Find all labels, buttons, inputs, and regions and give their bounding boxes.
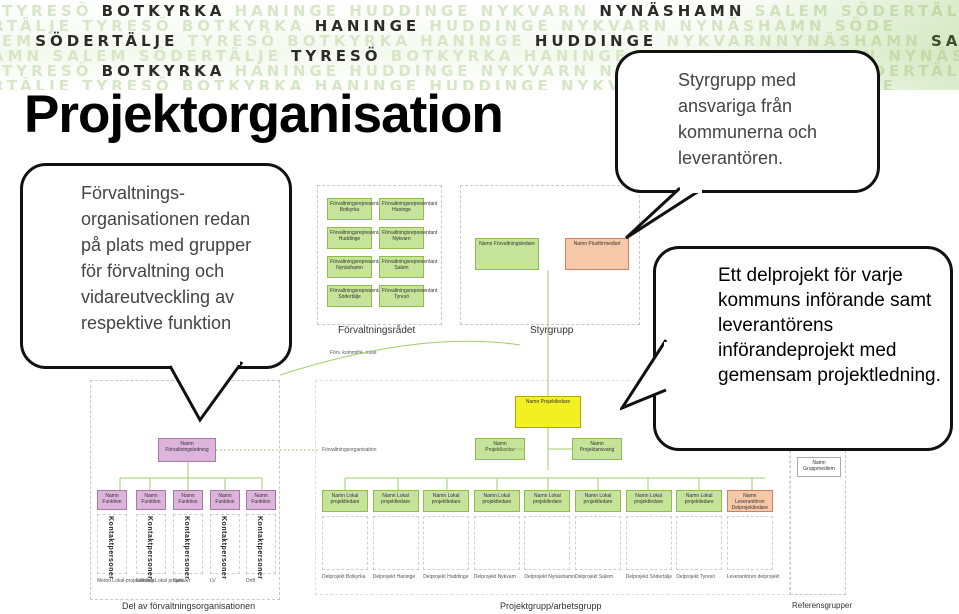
- projektgrupp-box: Namn Lokal projektledare: [372, 490, 419, 512]
- forvaltningsradet-box: Förvaltningsrepresentant Haninge: [379, 198, 437, 220]
- banner-highlight: SALEM: [931, 32, 959, 50]
- projektgrupp-box: Namn Lokal projektledare: [575, 490, 621, 512]
- forvaltningsgrupp-box: Namn Funktion: [210, 490, 240, 510]
- forvaltningsradet-box: Förvaltningsrepresentant Nynäshamn: [327, 256, 385, 278]
- kontaktpersoner-label: Kontaktpersoner: [256, 516, 263, 580]
- projektgrupp-footer: Delprojekt Salem: [575, 574, 614, 580]
- projektgrupp-box: Namn Lokal projektledare: [524, 490, 571, 512]
- banner-row: RTÄLJE TYRESÖ BOTKYRKA HANINGE HUDDINGE …: [0, 17, 898, 35]
- projektledare-box: Namn Projektledare: [515, 396, 581, 428]
- projektgrupp-column: [322, 516, 368, 570]
- callout-top-tail: [624, 186, 703, 240]
- banner-row: TYRESÖ BOTKYRKA HANINGE HUDDINGE NYKVARN…: [2, 2, 959, 20]
- callout-delprojekt: Ett delprojekt för varje kommuns införan…: [653, 246, 953, 451]
- projektgrupp-box: Namn Lokal projektledare: [625, 490, 672, 512]
- forvaltningsradet-box: Förvaltningsrepresentant Huddinge: [327, 227, 385, 249]
- banner-row: EMSÖDERTÄLJE TYRESÖ BOTKYRKA HANINGE HUD…: [2, 32, 959, 50]
- kontaktpersoner-label: Kontaktpersoner: [183, 516, 190, 580]
- projektgrupp-footer: Delprojekt Huddinge: [423, 574, 469, 580]
- kontaktpersoner-label: Kontaktpersoner: [107, 516, 114, 580]
- projektgrupp-column: [575, 516, 621, 570]
- projektgrupp-column: [473, 516, 520, 570]
- forvaltningsgrupp-box: Namn Funktion: [136, 490, 166, 510]
- projektgrupp-footer: Delprojekt Nykvarn: [473, 574, 517, 580]
- banner-highlight: HUDDINGE: [534, 32, 658, 50]
- forvaltningsradet-box: Förvaltningsrepresentant Salem: [379, 256, 437, 278]
- forvaltningsgrupp-column: [136, 514, 166, 574]
- projektgrupp-box: Namn Lokal projektledare: [322, 490, 368, 512]
- forvaltningsradet-box: Förvaltningsrepresentant Tyresö: [379, 285, 437, 307]
- styrgrupp-box-1: Namn Förvaltningsledare: [475, 238, 539, 270]
- banner-highlight: TYRESÖ: [291, 47, 382, 65]
- note-forvaltningsorganisation: Förvaltningsorganisation: [322, 447, 377, 453]
- page-title: Projektorganisation: [24, 85, 504, 144]
- styrgrupp-box-2: Namn Plusförmedlarl: [565, 238, 629, 270]
- forvaltningsgrupp-footer: Kanaler: [173, 578, 191, 584]
- projektgrupp-footer: Delprojekt Tyresö: [676, 574, 716, 580]
- forvaltningsradet-region: [317, 185, 442, 325]
- projektgrupp-box: Namn Lokal projektledare: [423, 490, 470, 512]
- callout-left-tail: [168, 360, 244, 423]
- forvaltningsgrupp-column: [210, 514, 240, 574]
- projektgrupp-box: Namn Lokal projektledare: [676, 490, 723, 512]
- connectors: [119, 270, 765, 490]
- projektgrupp-footer: Delprojekt Botkyrka: [322, 574, 366, 580]
- forvaltningsradet-box: Förvaltningsrepresentant Nykvarn: [379, 227, 437, 249]
- projektgrupp-column: [372, 516, 419, 570]
- styrgrupp-label: Styrgrupp: [530, 325, 574, 336]
- banner-highlight: BOTKYRKA: [101, 62, 226, 80]
- forvaltningsradet-box: Förvaltningsrepresentant Södertälje: [327, 285, 385, 307]
- styrgrupp-region: [460, 185, 640, 325]
- line-forvaltningsgrupper: [119, 462, 263, 490]
- projektgrupp-column: [423, 516, 470, 570]
- banner-highlight: NYNÄSHAMN: [599, 2, 746, 20]
- forvaltningsgrupper-label: Del av förvaltningsorganisationen: [122, 601, 256, 611]
- forvaltningsledning-box: Namn Förvaltningsledning: [158, 438, 216, 462]
- referensgrupp-box: Namn Gruppmedlem: [797, 457, 841, 477]
- forvaltningsgrupp-column: [246, 514, 276, 574]
- callout-mid-tail: [620, 339, 670, 411]
- callout-forvaltningsorganisation: Förvaltnings-organisationen redan på pla…: [20, 163, 292, 369]
- forvaltningsgrupp-footer: Drift: [246, 578, 256, 584]
- forvaltningsgrupp-column: [173, 514, 203, 574]
- kontaktpersoner-label: Kontaktpersoner: [220, 516, 227, 580]
- projektgrupp-column: [726, 516, 773, 570]
- projektgrupp-box: Namn Lokal projektledare: [473, 490, 520, 512]
- projektgrupp-footer: Delprojekt Södertälje: [625, 574, 673, 580]
- banner-highlight: HANINGE: [314, 17, 421, 35]
- note-forv-kommitte: Förv. kommitté, möte: [330, 350, 377, 356]
- forvaltningsgrupp-column: [97, 514, 127, 574]
- projekt-region: [315, 380, 790, 595]
- forvaltningsgrupp-box: Namn Funktion: [173, 490, 203, 510]
- forvaltningsgrupp-footer: Metod Lokal-projektledare: [97, 578, 155, 584]
- line-forvaltningsradet: [279, 340, 521, 376]
- referensgrupp-label: Referensgrupper: [792, 601, 853, 610]
- forvaltningsradet-box: Förvaltningsrepresentant Botkyrka: [327, 198, 385, 220]
- projektgrupp-label: Projektgrupp/arbetsgrupp: [500, 601, 602, 611]
- projektgrupp-column: [676, 516, 723, 570]
- kontaktpersoner-label: Kontaktpersoner: [146, 516, 153, 580]
- banner-highlight: BOTKYRKA: [101, 2, 226, 20]
- projektgrupp-column: [625, 516, 672, 570]
- forvaltningsradet-label: Förvaltningsrådet: [338, 325, 416, 336]
- forvaltningsgrupp-box: Namn Funktion: [97, 490, 127, 510]
- projektansvarig-box: Namn Projektansvarig: [572, 438, 622, 460]
- line-projektgrupp: [344, 477, 765, 490]
- callout-styrgrupp: Styrgrupp med ansvariga från kommunerna …: [615, 50, 880, 193]
- forvaltningsgrupp-footer: Ledning Lokal projekt: [136, 578, 184, 584]
- projektgrupp-footer: Leverantören delprojekt: [726, 574, 780, 580]
- projektgrupp-footer: Delprojekt Nynäshamn: [524, 574, 575, 580]
- projektgrupp-box: Namn Leverantören Delprojektledare: [726, 490, 773, 512]
- forvaltningsgrupp-footer: LV: [210, 578, 216, 584]
- forvaltningsgrupp-box: Namn Funktion: [246, 490, 276, 510]
- line-projektledare-kontor: [500, 428, 572, 470]
- projektgrupp-footer: Delprojekt Haninge: [372, 574, 416, 580]
- projektgrupp-column: [524, 516, 571, 570]
- banner-highlight: SÖDERTÄLJE: [35, 32, 179, 50]
